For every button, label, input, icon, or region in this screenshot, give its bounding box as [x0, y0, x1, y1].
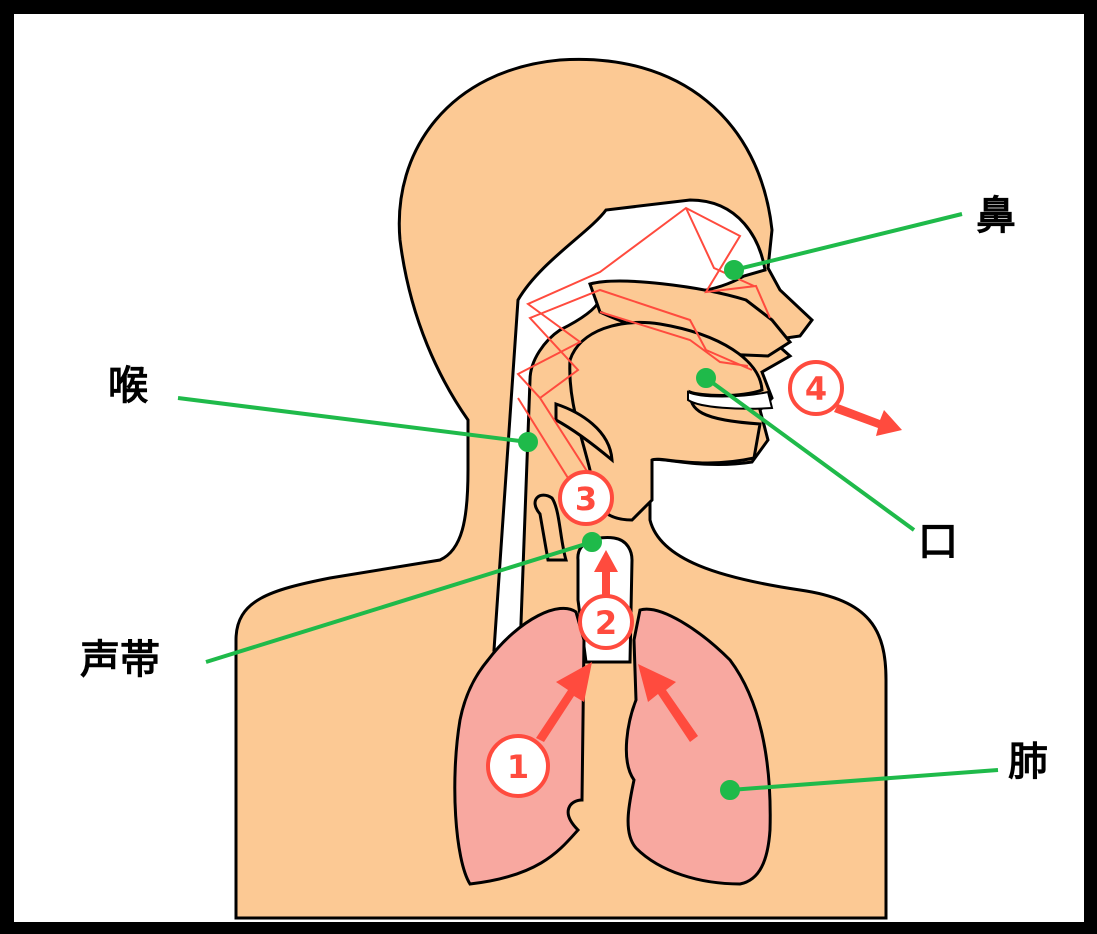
step-4: 4 — [790, 362, 842, 414]
leader-dot-lung — [722, 782, 738, 798]
leader-dot-mouth — [698, 370, 714, 386]
label-throat: 喉 — [108, 366, 148, 406]
step-4-number: 4 — [805, 370, 827, 408]
label-nose: 鼻 — [976, 196, 1016, 236]
step-2-number: 2 — [595, 604, 617, 642]
step-2: 2 — [580, 596, 632, 648]
step-1-number: 1 — [507, 748, 529, 786]
step-1: 1 — [488, 736, 548, 796]
label-mouth: 口 — [918, 522, 958, 562]
step-3: 3 — [560, 472, 612, 524]
leader-dot-nose — [726, 262, 742, 278]
label-lungs: 肺 — [1008, 742, 1048, 782]
step-3-number: 3 — [575, 480, 597, 518]
leader-dot-throat — [520, 434, 536, 450]
leader-dot-vocal — [584, 534, 600, 550]
label-vocal-cords: 声帯 — [80, 640, 160, 680]
airflow-arrow-mouth — [834, 404, 902, 436]
